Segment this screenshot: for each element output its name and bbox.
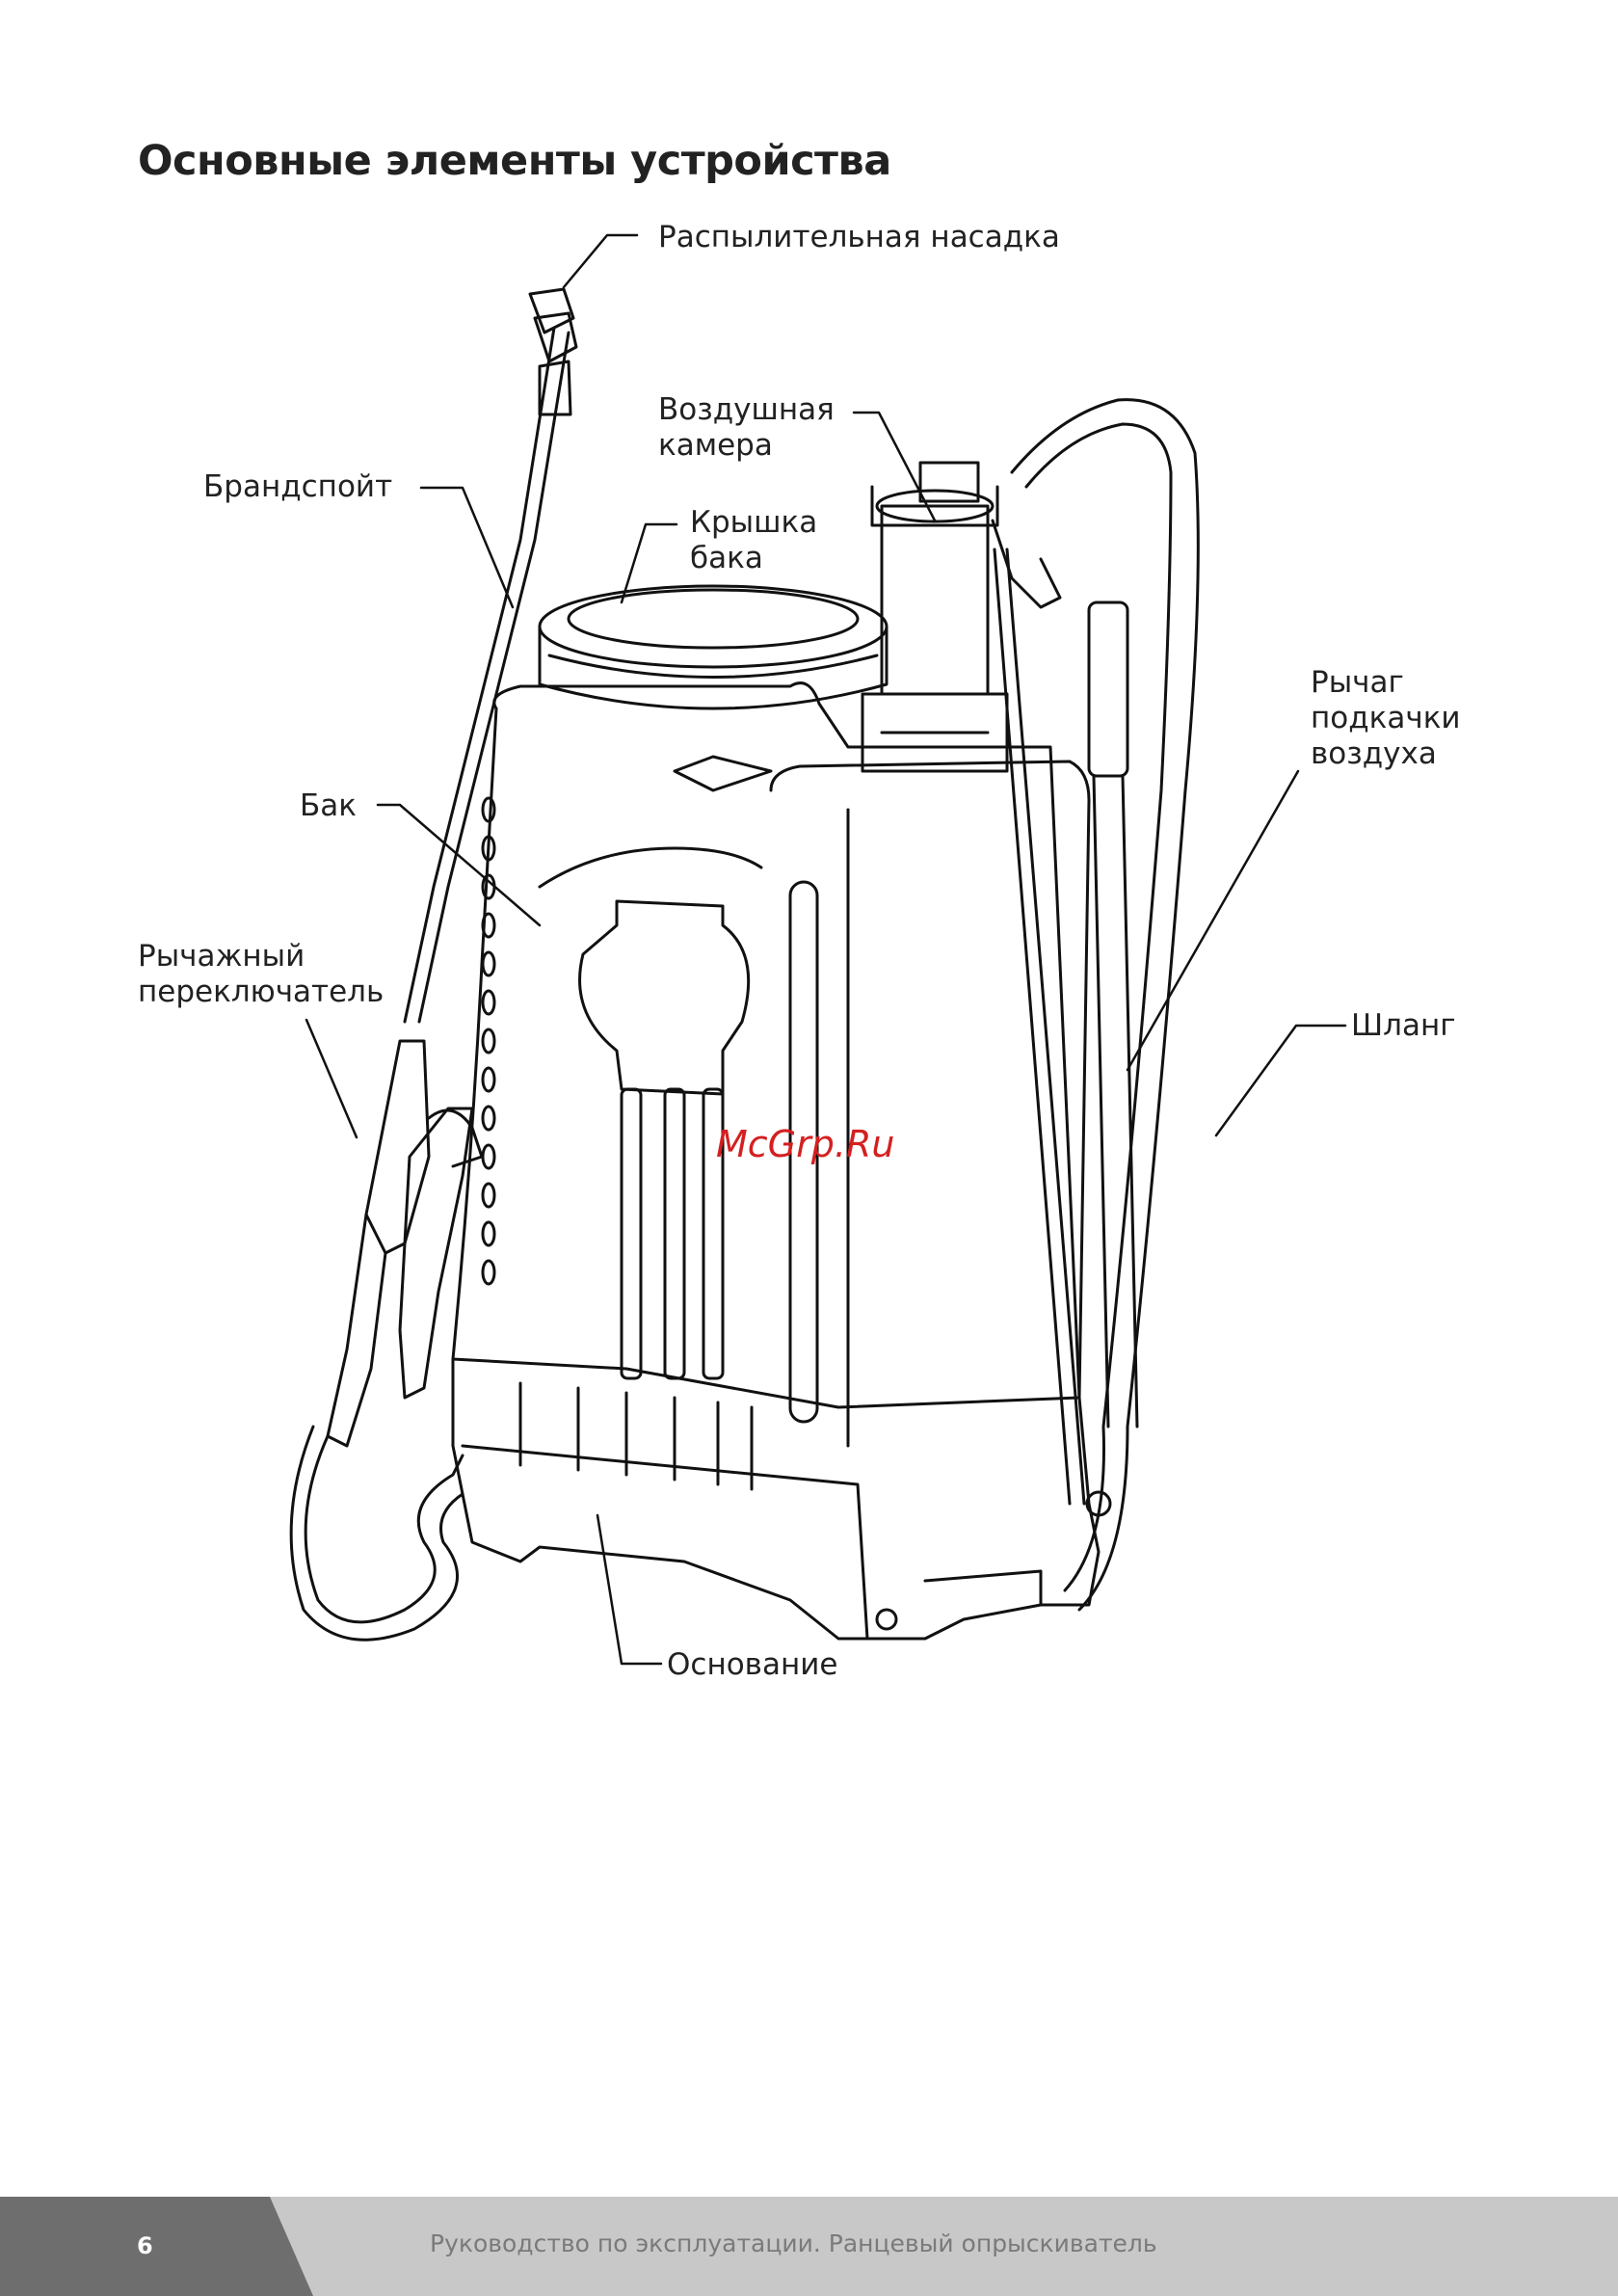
label-tank: Бак — [300, 788, 357, 824]
label-pump-lever: Рычаг подкачки воздуха — [1311, 665, 1461, 772]
label-hose: Шланг — [1351, 1008, 1456, 1044]
page-number: 6 — [137, 2232, 153, 2259]
footer-dark-tab — [0, 2197, 313, 2296]
lever-switch — [366, 1041, 429, 1253]
footer-title: Руководство по эксплуатации. Ранцевый оп… — [430, 2229, 1157, 2257]
air-chamber — [882, 506, 988, 694]
tank-body — [453, 683, 1079, 1407]
label-base: Основание — [667, 1647, 837, 1683]
label-lever-switch: Рычажный переключатель — [138, 939, 384, 1010]
pump-lever — [1089, 602, 1127, 776]
label-air-chamber: Воздушная камера — [658, 392, 835, 464]
label-tank-cap: Крышка бака — [690, 505, 817, 576]
label-nozzle: Распылительная насадка — [658, 220, 1060, 255]
watermark: McGrp.Ru — [716, 1123, 894, 1165]
tank-ribs — [483, 798, 494, 1284]
tank-cap — [540, 586, 887, 667]
label-hose-pipe: Брандспойт — [203, 469, 392, 505]
